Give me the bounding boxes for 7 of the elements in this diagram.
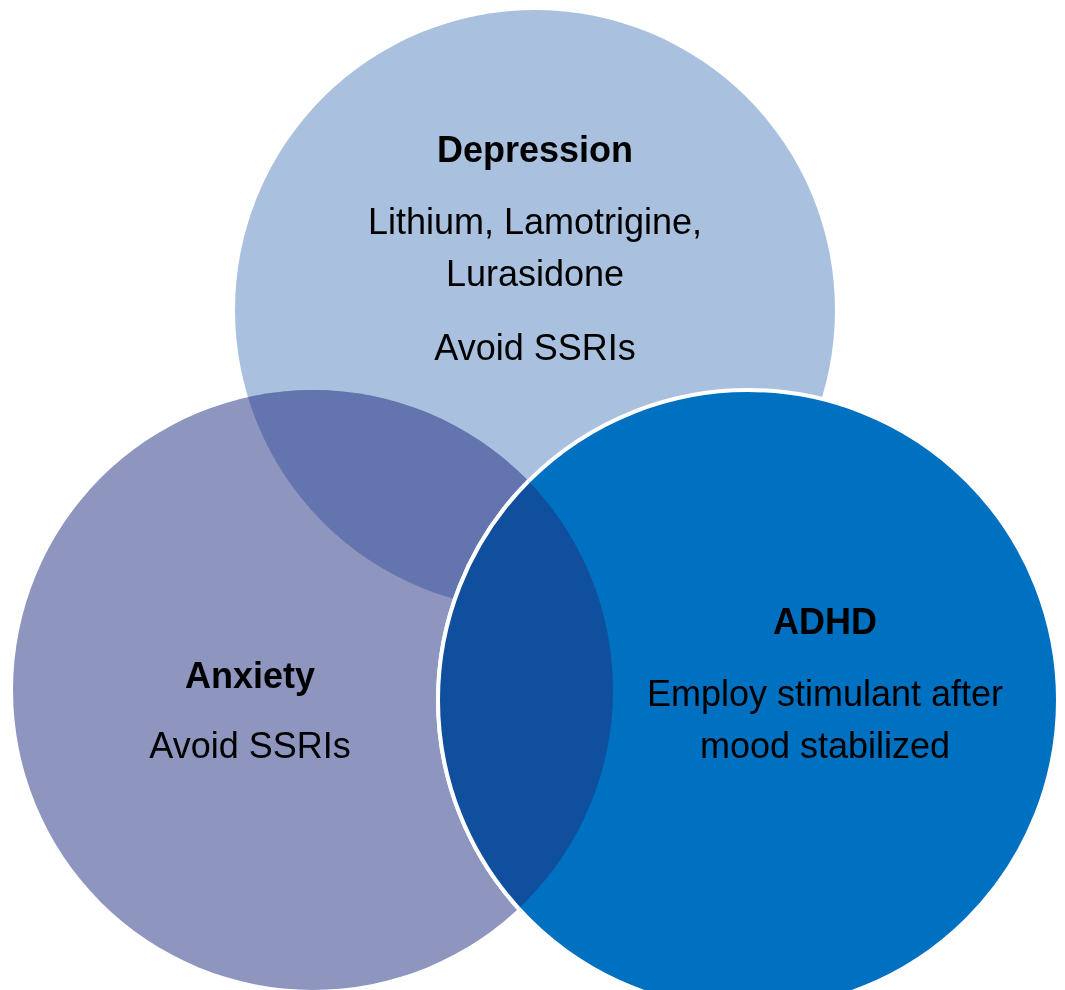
circle-text: Avoid SSRIs	[148, 724, 352, 768]
circle-heading: ADHD	[772, 600, 878, 644]
circle-text: Employ stimulant after mood stabilized	[645, 672, 1005, 768]
circle-text: Lithium, Lamotrigine, Lurasidone	[366, 200, 704, 296]
circle-text: Avoid SSRIs	[433, 326, 637, 370]
circle-heading: Anxiety	[183, 654, 316, 698]
circle-heading: Depression	[435, 128, 635, 172]
